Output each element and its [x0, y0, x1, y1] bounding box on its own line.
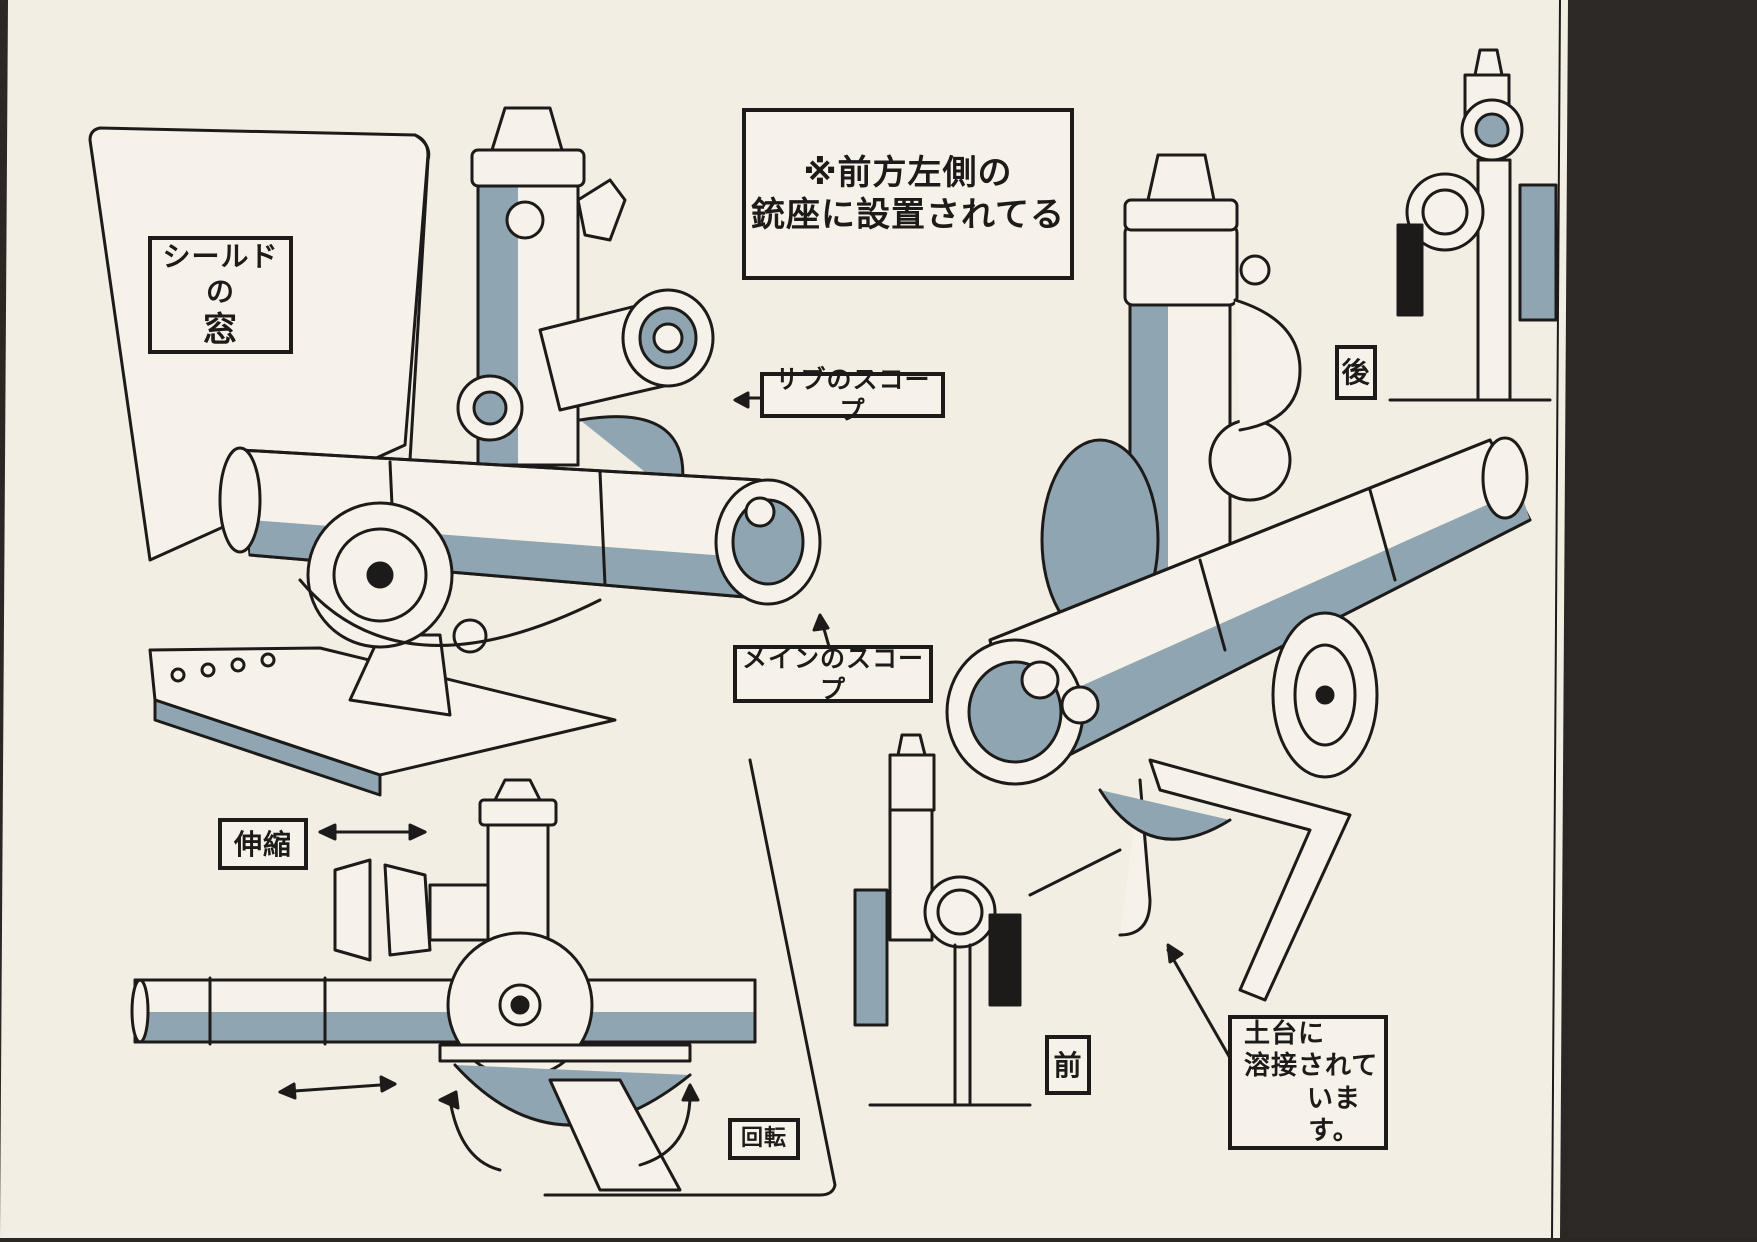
- mounting-note: ※前方左側の 銃座に設置されてる: [742, 108, 1074, 280]
- welded-base-label: 土台に 溶接されて います。: [1228, 1015, 1388, 1150]
- rear-view-drawing: [1388, 48, 1558, 402]
- shield-window-line2: 窓: [203, 309, 238, 350]
- rear-label: 後: [1335, 345, 1377, 400]
- welded-base-line3: います。: [1306, 1083, 1361, 1147]
- main-scope-label: メインのスコープ: [733, 643, 933, 704]
- rotation-text: 回転: [740, 1126, 787, 1152]
- sub-scope-text: サブのスコープ: [774, 364, 931, 425]
- sub-scope-label: サブのスコープ: [760, 365, 945, 425]
- welded-base-line2: 溶接されて: [1244, 1051, 1379, 1081]
- front-label: 前: [1045, 1035, 1091, 1095]
- mounting-note-line1: ※前方左側の: [803, 152, 1013, 193]
- shield-window-label: シールドの 窓: [148, 236, 293, 354]
- main-scope-text: メインのスコープ: [741, 643, 924, 704]
- telescoping-text: 伸縮: [233, 827, 292, 861]
- front-small-view-drawing: [853, 733, 1032, 1107]
- dark-margin: [1568, 0, 1757, 1238]
- welded-base-line1: 土台に: [1244, 1018, 1326, 1049]
- leader-arrows: [733, 391, 1232, 1060]
- front-text: 前: [1053, 1048, 1083, 1082]
- side-view-drawing: [130, 758, 837, 1197]
- rotation-label: 回転: [728, 1118, 800, 1160]
- front-right-view-drawing: [945, 153, 1532, 1002]
- telescoping-label: 伸縮: [218, 818, 308, 870]
- mounting-note-line2: 銃座に設置されてる: [751, 195, 1065, 235]
- rear-text: 後: [1341, 356, 1371, 389]
- shield-window-line1: シールドの: [162, 239, 279, 308]
- sheet-divider: [1551, 0, 1561, 1239]
